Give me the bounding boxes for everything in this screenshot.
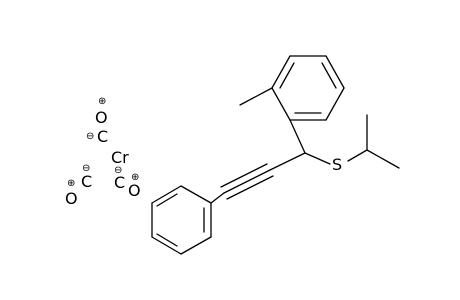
double-bond-inner [156, 193, 178, 207]
bond [210, 192, 225, 204]
bond [347, 149, 368, 162]
bond [271, 55, 291, 89]
triple-bond-line [223, 169, 271, 194]
phenyl-ring [151, 185, 212, 255]
double-bond-inner [279, 62, 295, 89]
sulfur-label: S [332, 155, 342, 174]
bond [269, 152, 306, 171]
co-right-carbon-charge: ⊖ [114, 165, 122, 176]
bond [325, 55, 345, 89]
bond [180, 236, 212, 255]
bond [289, 119, 306, 154]
co-left-oxygen-charge: ⊕ [67, 178, 75, 189]
bond [325, 87, 345, 121]
bond [304, 152, 331, 165]
co-top-carbon-label: C [97, 127, 108, 146]
isopropyl-bond [366, 149, 400, 169]
triple-bond-line [226, 175, 274, 200]
co-right-oxygen-charge: ⊕ [131, 172, 139, 183]
triple-bond-line [220, 163, 268, 188]
co-right-carbon-label: C [114, 173, 125, 192]
co-top-oxygen-label: O [95, 108, 108, 127]
bond [151, 236, 182, 255]
co-left-oxygen-label: O [65, 189, 78, 208]
tolyl-ring [271, 55, 345, 121]
chromium-label: Cr [111, 148, 129, 167]
co-top-oxygen-charge: ⊕ [98, 96, 106, 107]
bond [151, 185, 182, 204]
co-right-oxygen-label: O [128, 181, 141, 200]
double-bond-inner [156, 233, 178, 247]
chromium-carbonyl-fragment: ⊕ O ⊖ C Cr ⊖ C ⊕ O ⊖ C ⊕ O [65, 96, 141, 208]
bond [271, 87, 291, 121]
co-top-carbon-charge: ⊖ [86, 131, 94, 142]
double-bond-inner [321, 62, 337, 89]
co-left-carbon-label: C [81, 172, 92, 191]
triple-bond [220, 163, 274, 200]
co-left-carbon-charge: ⊖ [82, 163, 90, 174]
methyl-bond [239, 87, 273, 106]
bond [180, 185, 212, 204]
